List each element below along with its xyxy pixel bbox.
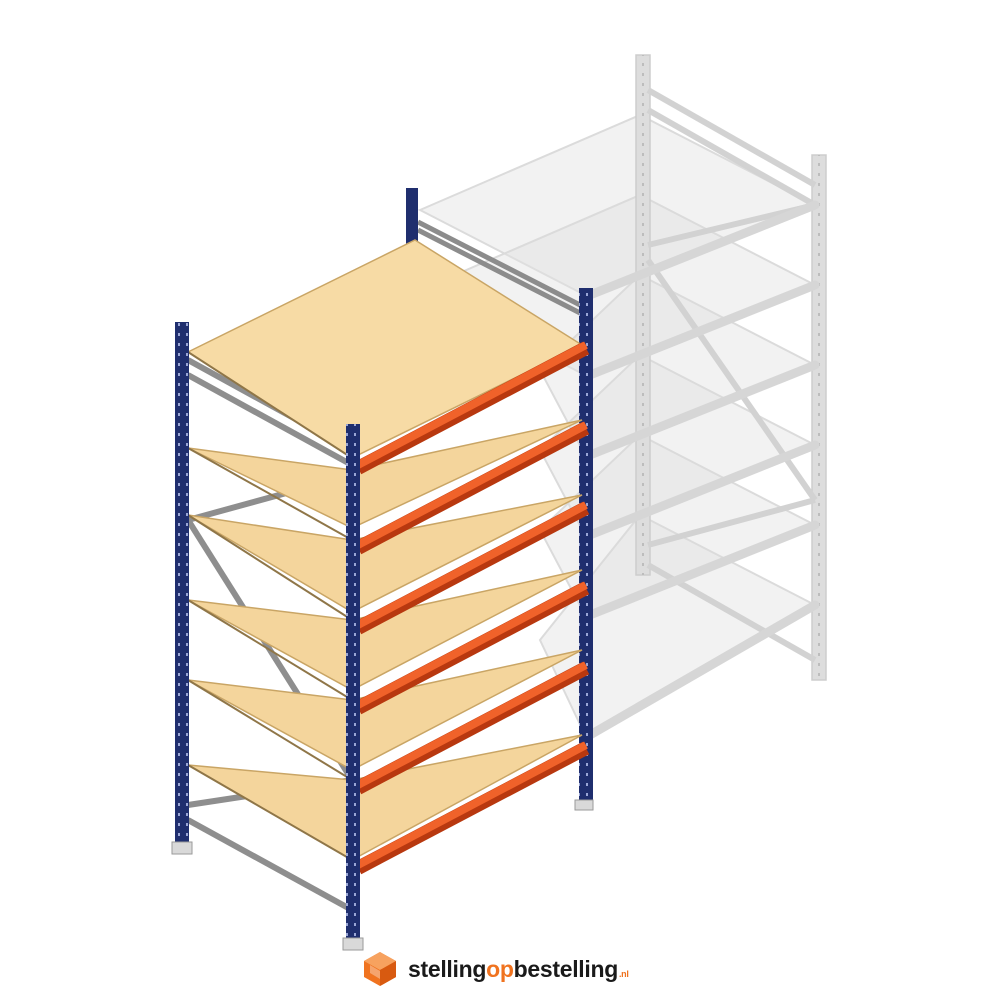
main-bay [171, 188, 594, 951]
brand-part-3: bestelling [513, 955, 619, 982]
ghost-bay [417, 54, 827, 740]
brand-wordmark: stellingopbestelling.nl [408, 955, 629, 982]
front-beams [354, 341, 590, 875]
brand-part-1: stelling [408, 955, 487, 982]
brand-cube-icon [364, 952, 396, 986]
brand-logo: stellingopbestelling.nl [360, 948, 629, 990]
brand-part-2: op [486, 955, 514, 982]
brand-tld: .nl [618, 968, 629, 979]
